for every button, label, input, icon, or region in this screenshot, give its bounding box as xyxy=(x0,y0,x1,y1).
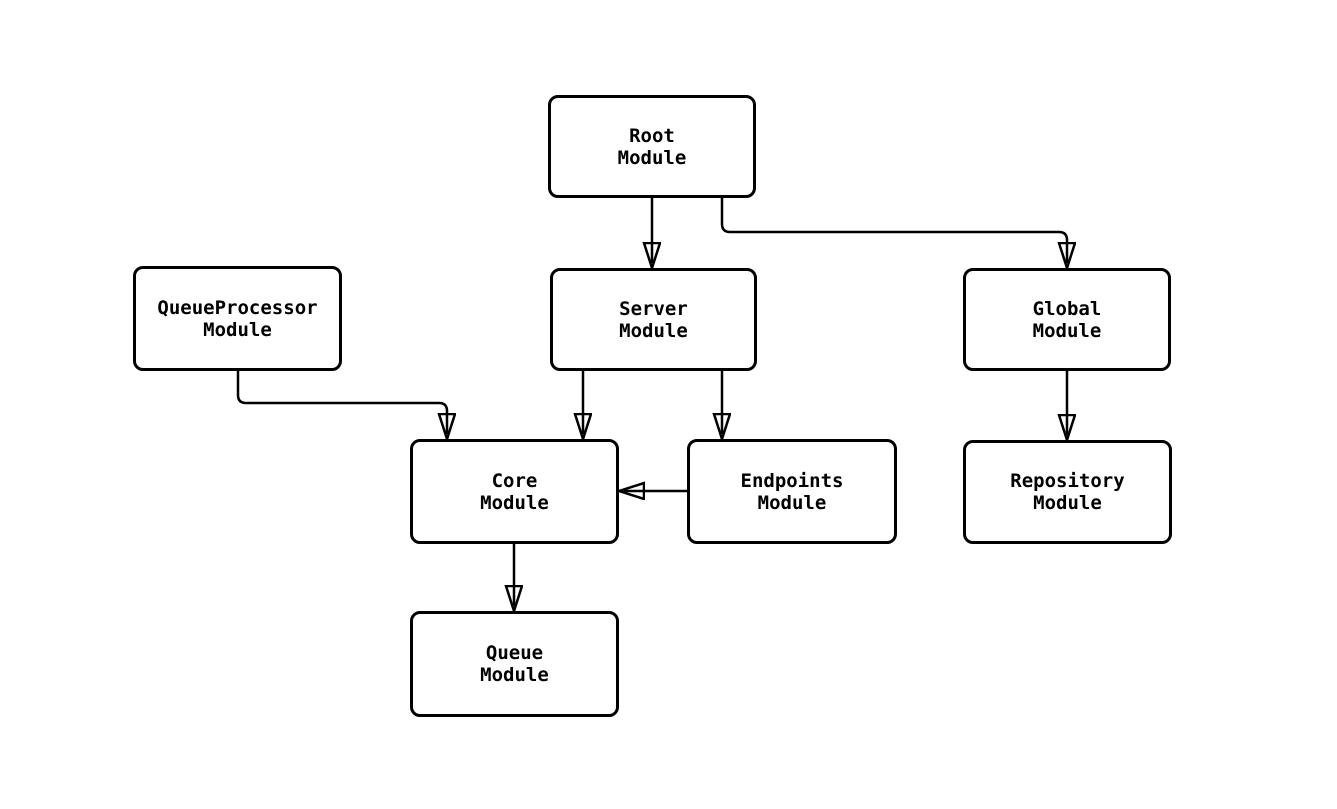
node-label-line: Module xyxy=(1033,492,1102,514)
node-label-line: Module xyxy=(619,319,688,342)
node-root-module: Root Module xyxy=(548,95,756,198)
node-label-line: Module xyxy=(617,146,687,169)
node-queue-module: Queue Module xyxy=(410,611,619,717)
node-global-module: Global Module xyxy=(963,268,1171,371)
node-label-line: Server xyxy=(619,297,688,320)
node-label-line: Queue xyxy=(485,642,544,664)
node-label-line: Module xyxy=(1032,319,1102,342)
node-queueprocessor-module: QueueProcessor Module xyxy=(133,266,342,371)
node-server-module: Server Module xyxy=(550,268,757,371)
edge-queueprocessor-to-core xyxy=(236,371,447,434)
node-label-line: Global xyxy=(1032,297,1102,320)
node-label-line: Root xyxy=(629,124,675,147)
node-label-line: Module xyxy=(480,491,549,514)
node-label-line: QueueProcessor xyxy=(157,296,318,319)
node-endpoints-module: Endpoints Module xyxy=(687,439,897,544)
node-label-line: Repository xyxy=(1010,470,1125,492)
node-core-module: Core Module xyxy=(410,439,619,544)
node-label-line: Endpoints xyxy=(740,469,844,492)
node-repository-module: Repository Module xyxy=(963,440,1172,544)
node-label-line: Core xyxy=(491,469,538,492)
node-label-line: Module xyxy=(480,664,549,686)
node-label-line: Module xyxy=(203,318,272,341)
node-label-line: Module xyxy=(757,491,827,514)
edge-root-to-global xyxy=(720,198,1067,263)
